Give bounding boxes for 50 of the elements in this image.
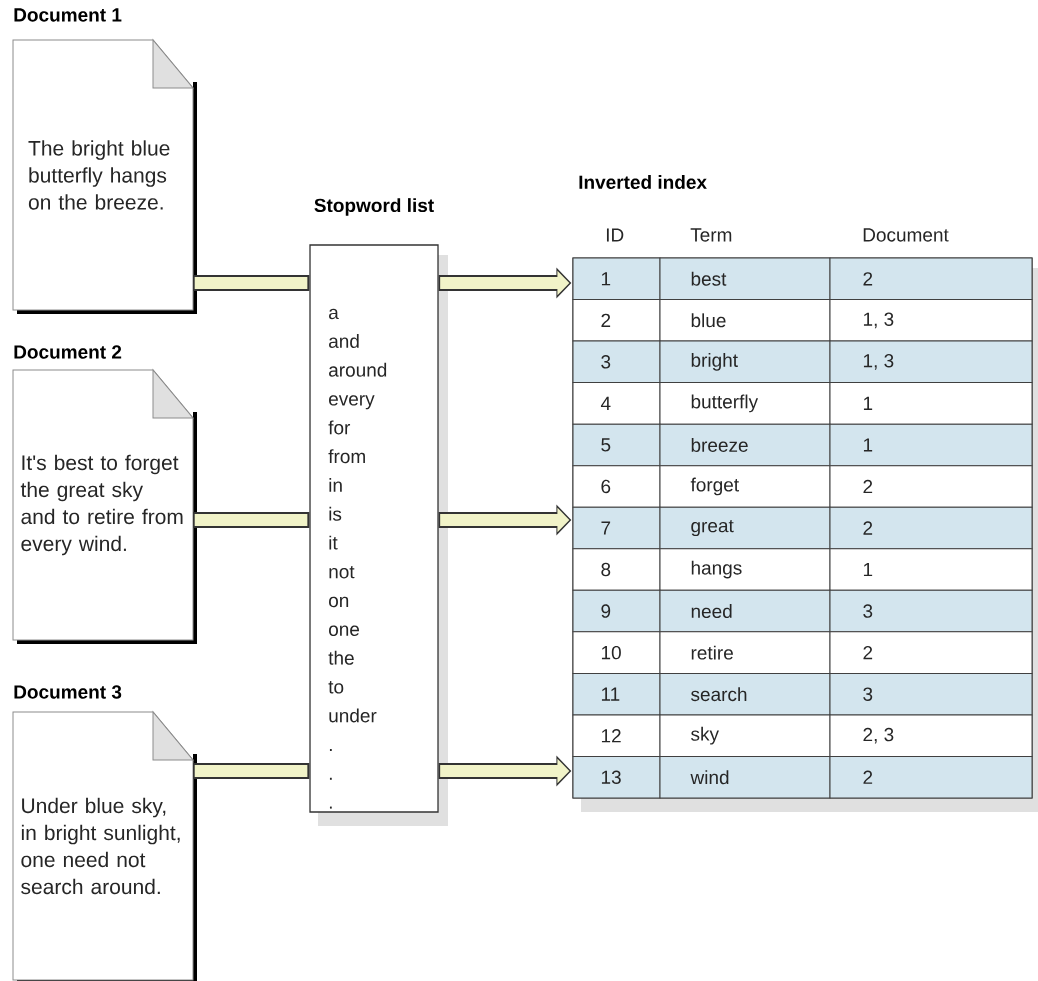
table-cell: 9 xyxy=(572,589,661,633)
table-cell: 13 xyxy=(572,755,661,799)
heading: Inverted index xyxy=(579,175,707,189)
table-cell: 2 xyxy=(829,257,1033,301)
table-cell: 2, 3 xyxy=(829,714,1033,757)
table-cell: 12 xyxy=(572,714,661,757)
table-cell: retire xyxy=(659,631,831,674)
table-cell: hangs xyxy=(659,548,831,591)
heading: Document 1 xyxy=(14,8,122,22)
table-cell: bright xyxy=(659,340,831,384)
heading: Document 2 xyxy=(14,345,122,359)
column-header: Document xyxy=(863,228,949,242)
table-cell: 2 xyxy=(829,465,1033,508)
table-cell: blue xyxy=(659,299,831,342)
table-cell: 10 xyxy=(572,631,661,674)
table-cell: need xyxy=(659,589,831,633)
table-cell: 7 xyxy=(572,506,661,550)
table-cell: 8 xyxy=(572,548,661,591)
table-cell: 1 xyxy=(829,382,1033,425)
table-cell: 6 xyxy=(572,465,661,508)
table-cell: best xyxy=(659,257,831,301)
column-header: Term xyxy=(690,228,732,242)
table-cell: great xyxy=(659,506,831,550)
table-cell: 3 xyxy=(572,340,661,384)
column-header: ID xyxy=(606,228,624,242)
table-cell: 1 xyxy=(829,548,1033,591)
table-cell: 1, 3 xyxy=(829,340,1033,384)
heading: Stopword list xyxy=(314,198,434,216)
table-cell: search xyxy=(659,672,831,716)
table-cell: 4 xyxy=(572,382,661,425)
table-cell: 2 xyxy=(572,299,661,342)
table-cell: 11 xyxy=(572,672,661,716)
heading: Document 3 xyxy=(14,685,122,699)
table-cell: 1 xyxy=(829,423,1033,467)
table-cell: wind xyxy=(659,755,831,799)
document-page: Under blue sky, in bright sunlight, one need not search around. xyxy=(12,711,197,981)
table-cell: butterfly xyxy=(659,382,831,425)
table-cell: 2 xyxy=(829,755,1033,799)
table-cell: 3 xyxy=(829,672,1033,716)
table-cell: 1 xyxy=(572,257,661,301)
table-cell: forget xyxy=(659,465,831,508)
table-cell: 1, 3 xyxy=(829,299,1033,342)
table-cell: sky xyxy=(659,714,831,757)
table-cell: 5 xyxy=(572,423,661,467)
document-page: The bright blue butterfly hangs on the breeze. xyxy=(12,39,197,314)
table-cell: 2 xyxy=(829,631,1033,674)
table-cell: 2 xyxy=(829,506,1033,550)
table-cell: 3 xyxy=(829,589,1033,633)
table-cell: breeze xyxy=(659,423,831,467)
document-page: It's best to forget the great sky and to retire from every wind. xyxy=(12,369,197,644)
